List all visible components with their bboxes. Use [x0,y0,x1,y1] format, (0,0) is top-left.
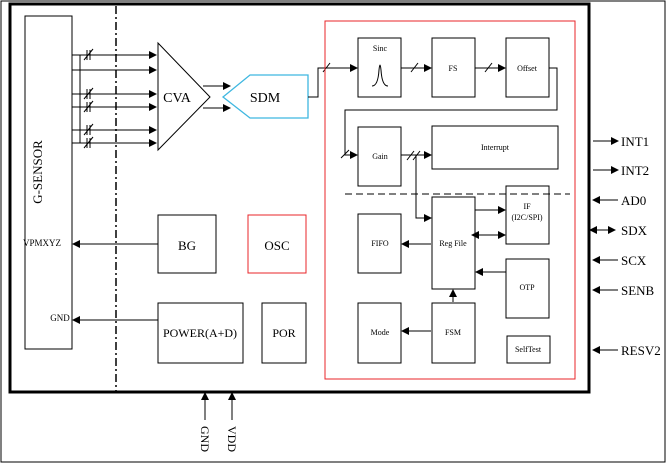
osc-label: OSC [264,238,289,253]
sinc-waveform-icon [371,64,389,87]
chip-border [8,2,591,394]
power-label: POWER(A+D) [163,326,237,340]
osc-block [247,214,307,274]
sensor-gnd-label: GND [50,313,70,323]
pin-vdd: VDD [225,426,239,452]
por-block [261,302,307,364]
pin-sdx: SDX [621,223,648,238]
fsm-label: FSM [445,328,461,337]
bus-slash [340,149,350,159]
gain-block [357,126,402,187]
pin-resv2: RESV2 [621,343,661,358]
power-block [157,302,244,364]
fs-label: FS [449,64,458,73]
capacitor-icons [83,48,94,149]
if-label-line2: (I2C/SPI) [511,213,542,222]
fsm-block [431,302,476,364]
offset-label: Offset [517,64,538,73]
pin-senb: SENB [621,283,655,298]
vpmxyz-label: VPMXYZ [23,238,61,248]
bus-slash [484,62,493,73]
sdm-label: SDM [250,91,281,106]
sdm-sinc-bus [308,64,358,98]
interrupt-block [431,125,559,170]
mode-label: Mode [371,328,390,337]
otp-block [505,258,550,319]
sinc-label: Sinc [373,44,388,53]
pin-int2: INT2 [621,163,649,178]
fifo-label: FIFO [371,239,389,248]
pin-gnd: GND [198,426,212,452]
if-block [505,185,550,245]
sensor-lines [72,51,157,147]
offset-gain-bus [344,67,558,159]
pin-scx: SCX [621,253,647,268]
selftest-block [506,335,551,364]
digital-core-boundary [324,20,576,380]
cva-label: CVA [163,91,192,106]
selftest-label: SelfTest [515,345,542,354]
bg-label: BG [178,238,196,253]
g-sensor-label: G-SENSOR [30,140,45,204]
interrupt-label: Interrupt [481,143,510,152]
bus-slash [406,150,415,161]
g-sensor-block [24,15,73,350]
regfile-label: Reg File [439,239,467,248]
bus-slash [322,62,331,73]
bus-slash [410,62,419,73]
if-label-line1: IF [523,202,531,211]
gain-regfile-line [415,155,432,222]
pin-int1: INT1 [621,134,649,149]
gain-label: Gain [372,152,388,161]
otp-label: OTP [519,283,535,292]
cva-amplifier [157,41,211,152]
pin-ad0: AD0 [621,193,646,208]
pin-arrows [589,137,619,354]
por-label: POR [272,326,295,340]
